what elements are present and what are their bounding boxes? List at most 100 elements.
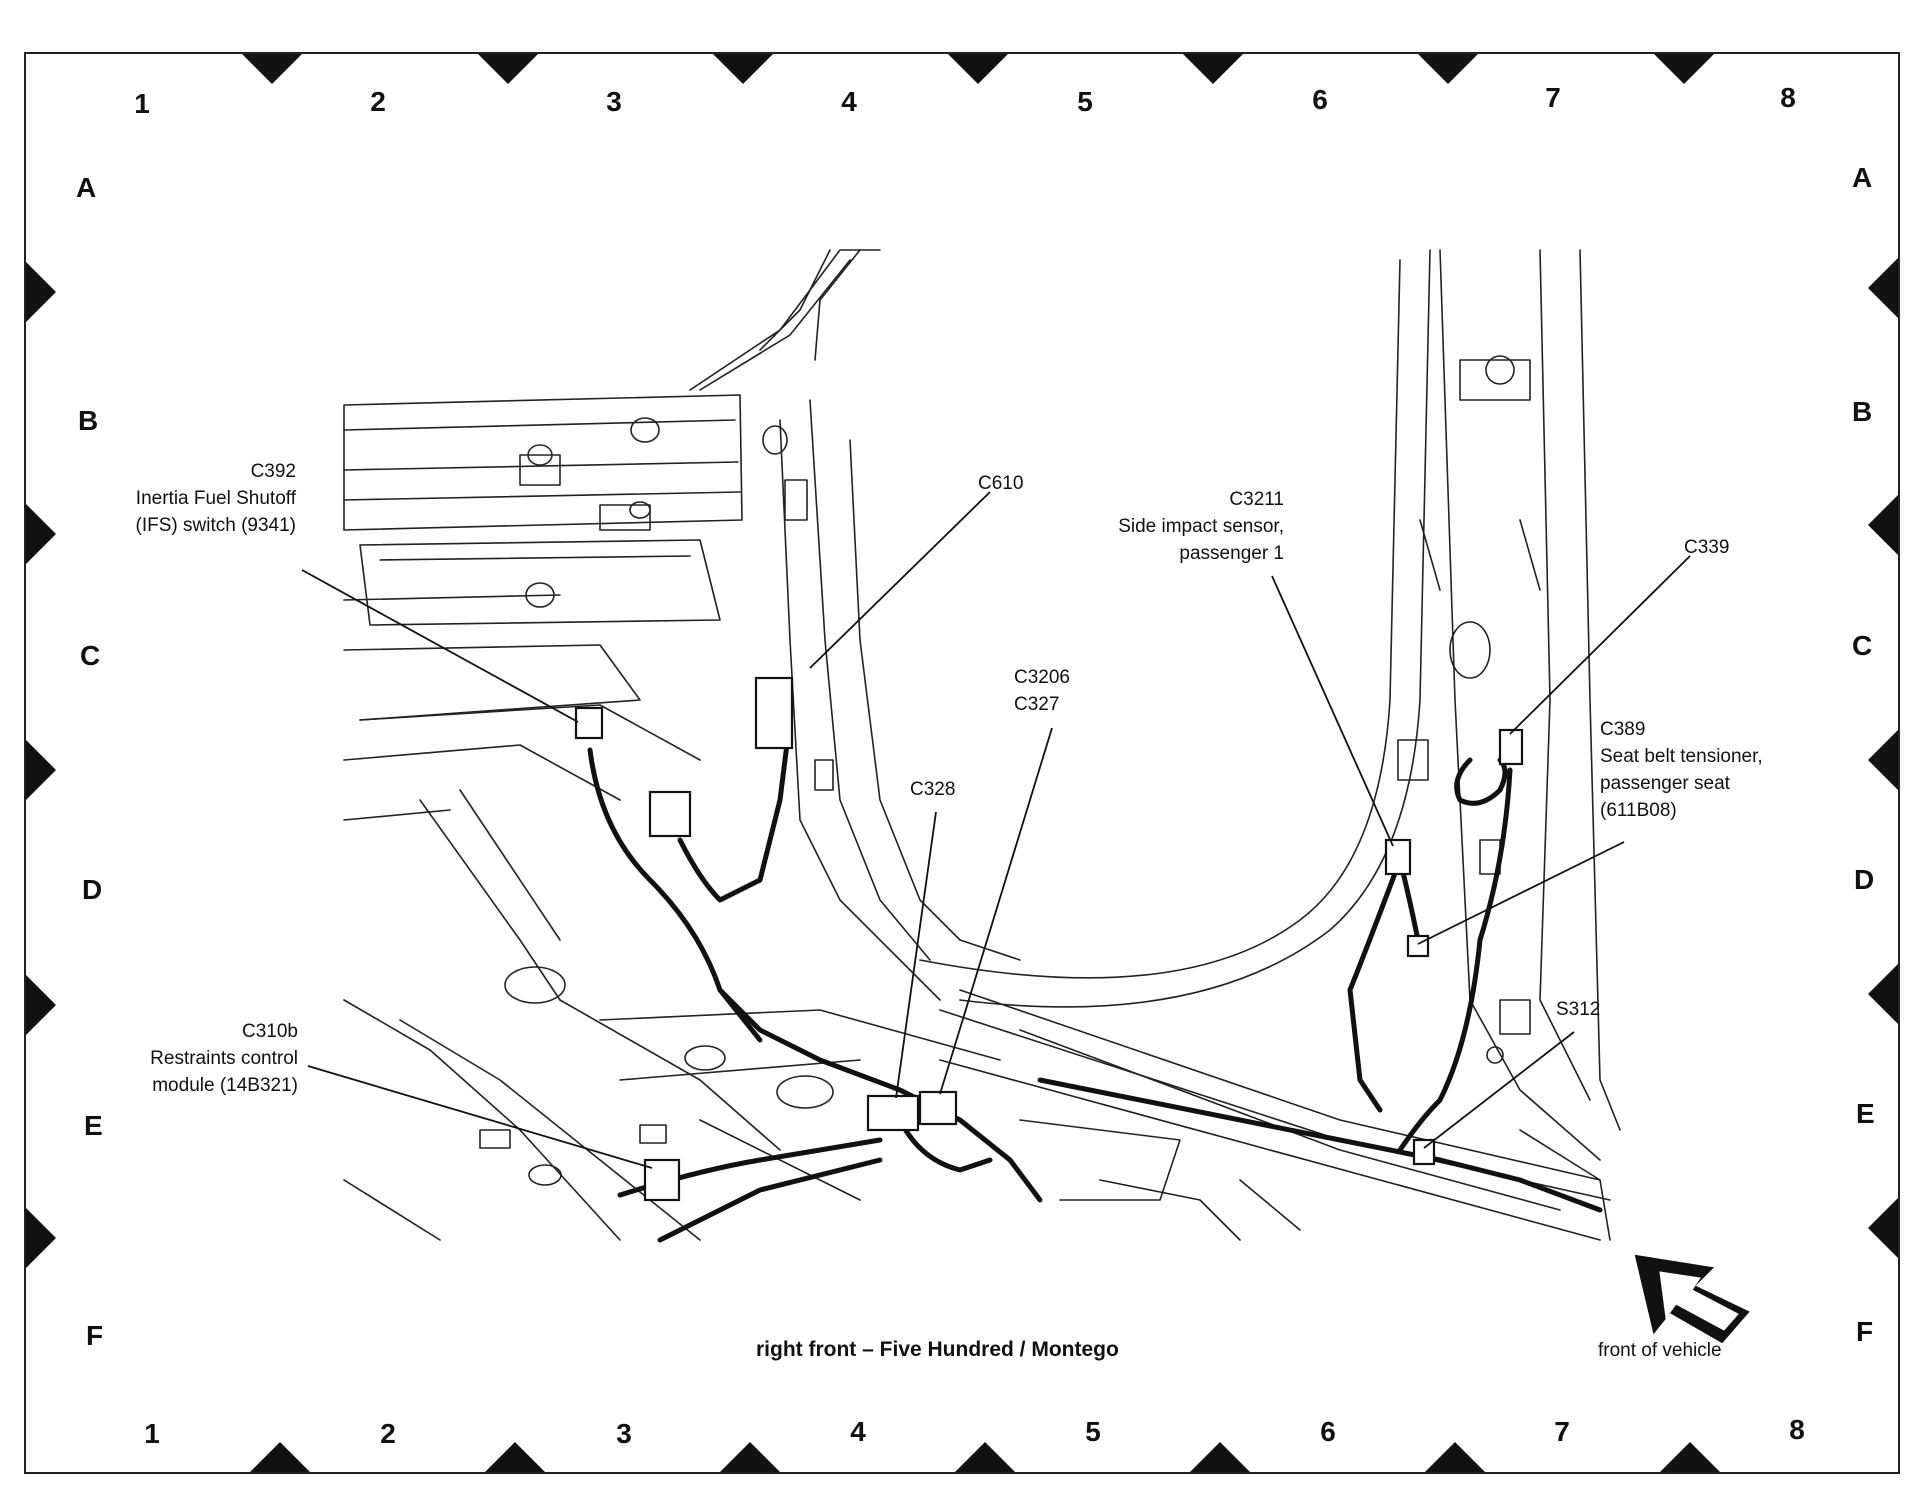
grid-col-bottom-2: 2 [380,1418,396,1449]
callout-c610: C610 [978,470,1023,497]
callout-c327-id: C327 [1014,694,1060,715]
grid-marker-left [26,975,56,1035]
grid-col-top-6: 6 [1312,84,1328,115]
grid-marker-left [26,740,56,800]
callout-c310b: C310b Restraints control module (14B321) [96,1018,298,1099]
grid-col-bottom-5: 5 [1085,1416,1101,1447]
grid-col-bottom-1: 1 [144,1418,160,1449]
grid-marker-left [26,262,56,322]
callout-c3206: C3206 C327 [1014,664,1070,718]
front-arrow-icon [1634,1254,1750,1344]
callout-s312: S312 [1556,996,1600,1023]
leader-c3206 [939,727,1053,1095]
grid-marker-bottom [720,1442,780,1472]
callout-c389-desc-2: passenger seat [1600,773,1730,794]
leader-c328 [895,811,937,1099]
grid-col-top-3: 3 [606,86,622,117]
grid-row-left-b: B [78,405,99,436]
grid-col-bottom-8: 8 [1789,1414,1805,1445]
connector-c310b [643,1158,681,1202]
connector-module [648,790,692,838]
front-of-vehicle-label: front of vehicle [1598,1340,1722,1361]
connector-c339 [1498,728,1524,766]
dash-panel-outline [343,394,743,531]
grid-col-top-7: 7 [1545,82,1561,113]
leader-c3211 [1271,575,1394,847]
grid-marker-right [1868,730,1898,790]
grid-marker-top [242,54,302,84]
grid-row-left-f: F [86,1320,104,1351]
grid-col-top-4: 4 [841,86,857,117]
callout-c339-id: C339 [1684,537,1730,558]
diagram-frame [24,52,1900,1474]
callout-c310b-desc-1: Restraints control [150,1048,298,1069]
leader-c310b [307,1065,653,1169]
grid-row-right-a: A [1852,162,1873,193]
leader-c389 [1417,841,1625,945]
callout-c328-id: C328 [910,779,956,800]
callout-c310b-id: C310b [242,1021,298,1042]
callout-c3211-id: C3211 [1229,489,1284,510]
grid-col-bottom-7: 7 [1554,1416,1570,1447]
grid-col-top-8: 8 [1780,82,1796,113]
grid-marker-right [1868,964,1898,1024]
grid-marker-right [1868,1198,1898,1258]
callout-c392-id: C392 [250,461,296,482]
grid-col-bottom-3: 3 [616,1418,632,1449]
callout-c3206-id: C3206 [1014,667,1070,688]
grid-marker-top [1183,54,1243,84]
grid-row-left-c: C [80,640,101,671]
leader-c392 [301,569,579,723]
leader-s312 [1423,1031,1575,1149]
connector-c328 [866,1094,920,1132]
grid-row-right-c: C [1852,630,1873,661]
grid-col-top-1: 1 [134,88,150,119]
callout-c392: C392 Inertia Fuel Shutoff (IFS) switch (… [104,458,296,539]
callout-s312-id: S312 [1556,999,1601,1020]
callout-c389-id: C389 [1600,719,1646,740]
grid-marker-top [1418,54,1478,84]
grid-row-right-e: E [1856,1098,1875,1129]
harness-pillar [1397,767,1513,1153]
callout-c339: C339 [1684,534,1729,561]
callout-c389-desc-1: Seat belt tensioner, [1600,746,1763,767]
grid-marker-top [478,54,538,84]
callout-c310b-desc-2: module (14B321) [152,1075,298,1096]
grid-marker-bottom [250,1442,310,1472]
grid-row-left-e: E [84,1110,103,1141]
grid-marker-top [948,54,1008,84]
callout-c392-desc-1: Inertia Fuel Shutoff [135,488,296,509]
connector-c392 [574,706,604,740]
harness-floor [717,987,1043,1203]
leader-c610 [809,491,991,669]
grid-marker-left [26,504,56,564]
callout-c3211-desc-1: Side impact sensor, [1118,516,1284,537]
connector-s312 [1412,1138,1436,1166]
grid-marker-bottom [1660,1442,1720,1472]
connector-c3206 [918,1090,958,1126]
harness-sill [1037,1077,1603,1213]
diagram-caption: right front – Five Hundred / Montego [756,1338,1119,1361]
callout-c392-desc-2: (IFS) switch (9341) [135,515,296,536]
callout-c610-id: C610 [978,473,1024,494]
grid-marker-right [1868,495,1898,555]
grid-marker-right [1868,258,1898,318]
grid-marker-top [713,54,773,84]
grid-row-right-d: D [1854,864,1875,895]
grid-row-left-d: D [82,874,103,905]
grid-row-right-f: F [1856,1316,1874,1347]
grid-marker-bottom [485,1442,545,1472]
grid-row-right-b: B [1852,396,1873,427]
connector-c389 [1406,934,1430,958]
harness-dash [677,717,793,903]
grid-marker-bottom [955,1442,1015,1472]
grid-row-left-a: A [76,172,97,203]
grid-col-bottom-6: 6 [1320,1416,1336,1447]
callout-c3211: C3211 Side impact sensor, passenger 1 [1086,486,1284,567]
harness-ifs [587,747,763,1043]
connector-c3211 [1384,838,1412,876]
connector-c610 [754,676,794,750]
grid-marker-left [26,1208,56,1268]
grid-col-bottom-4: 4 [850,1416,866,1447]
leader-c339 [1509,555,1691,735]
